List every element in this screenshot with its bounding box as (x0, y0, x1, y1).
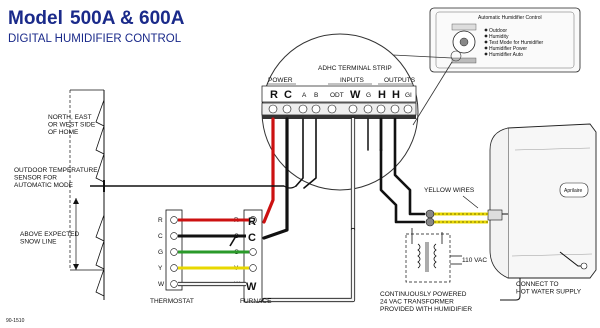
yellow-wire-group: YELLOW WIRES (424, 187, 488, 227)
black-wire-c (262, 117, 289, 240)
control-panel-title: Automatic Humidifier Control (478, 15, 542, 21)
terminal-label: ODT (330, 92, 344, 99)
panel-item: Humidifier Power (489, 46, 527, 52)
thermostat-label: THERMOSTAT (150, 298, 194, 305)
voltage-label: 110 VAC (462, 257, 487, 264)
thermostat-terminal: Y (158, 265, 163, 272)
inputs-group-label: INPUTS (340, 77, 365, 84)
footer-code: 90-1510 (6, 318, 25, 324)
thermostat-terminal: W (158, 281, 165, 288)
panel-item: Humidity (489, 34, 509, 40)
terminal-label: H (392, 89, 400, 101)
panel-item: Outdoor (489, 28, 507, 34)
terminal-label: R (270, 89, 278, 101)
wire-nut-icon (425, 217, 435, 227)
outputs-group-label: OUTPUTS (384, 77, 416, 84)
thermostat-terminal: R (158, 217, 163, 224)
black-wire-h2 (393, 117, 426, 216)
model-numbers: 500A & 600A (70, 8, 185, 29)
terminal-label: H (378, 89, 386, 101)
sensor-wire-b (303, 118, 317, 189)
control-panel: Automatic Humidifier Control Outdoor Hum… (429, 7, 581, 73)
yellow-wires-label: YELLOW WIRES (424, 187, 475, 194)
terminal-strip-title: ADHC TERMINAL STRIP (318, 65, 392, 72)
panel-item: Humidifier Auto (489, 52, 523, 58)
terminal-label: A (302, 92, 307, 99)
thermostat-terminal: C (158, 233, 163, 240)
furnace-label: FURNACE (240, 298, 272, 305)
subtitle: DIGITAL HUMIDIFIER CONTROL (8, 33, 182, 45)
power-group-label: POWER (268, 77, 293, 84)
terminal-label: B (314, 92, 318, 99)
thermostat-terminal: G (158, 249, 163, 256)
wire-nut-icon (425, 209, 435, 219)
humidifier-brand: Aprilaire (564, 188, 583, 194)
model-prefix: Model (8, 8, 63, 29)
furnace-w-big: W (246, 281, 257, 293)
panel-item: Test Mode for Humidifier (489, 40, 544, 46)
wires (261, 116, 426, 303)
terminal-label: G (366, 92, 371, 99)
terminal-strip: ADHC TERMINAL STRIP POWER INPUTS OUTPUTS… (261, 65, 417, 119)
terminal-label: W (350, 89, 361, 101)
terminal-label: GI (405, 92, 412, 99)
terminal-label: C (284, 89, 292, 101)
furnace: R C G Y W R C W FURNACE (234, 209, 272, 305)
sensor-wire-a (295, 118, 304, 187)
thermostat-furnace-wires (178, 218, 249, 287)
furnace-c-big: C (248, 232, 256, 244)
red-wire-r (262, 117, 275, 224)
control-panel-items: Outdoor Humidity Test Mode for Humidifie… (484, 28, 544, 58)
furnace-r-big: R (248, 216, 256, 228)
thermostat: R C G Y W THERMOSTAT (150, 209, 194, 305)
